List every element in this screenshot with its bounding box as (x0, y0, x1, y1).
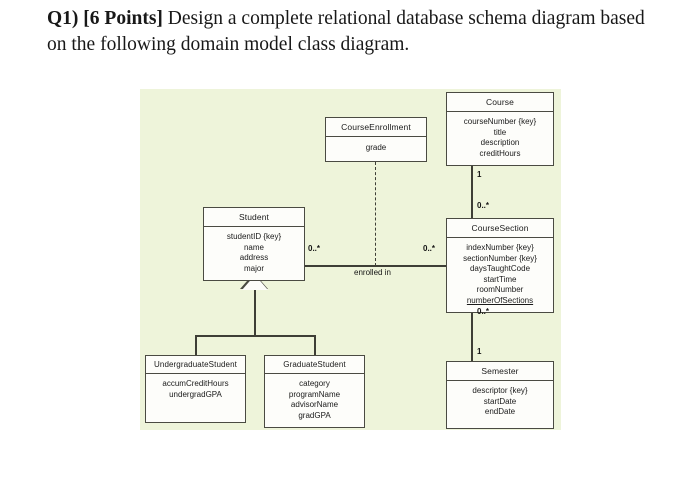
uml-attributes-student: studentID {key} name address major (204, 227, 304, 280)
uml-class-name-undergraduate-student: UndergraduateStudent (146, 356, 245, 374)
uml-class-name-course-enrollment: CourseEnrollment (326, 118, 426, 137)
attribute-row: advisorName (290, 400, 339, 409)
attribute-row: description (480, 138, 520, 147)
uml-attributes-course-section: indexNumber {key} sectionNumber {key} da… (447, 238, 553, 312)
multiplicity-coursesection-top-end: 0..* (477, 201, 490, 210)
multiplicity-student-end: 0..* (308, 244, 321, 253)
uml-class-course-section[interactable]: CourseSection indexNumber {key} sectionN… (446, 218, 554, 313)
attribute-row: major (243, 263, 264, 273)
uml-attributes-course: courseNumber {key} title description cre… (447, 112, 553, 165)
uml-attributes-graduate-student: category programName advisorName gradGPA (265, 374, 364, 427)
attribute-row: gradGPA (298, 410, 331, 420)
connector-generalization-stem (254, 289, 256, 336)
uml-class-name-semester: Semester (447, 362, 553, 381)
uml-class-student[interactable]: Student studentID {key} name address maj… (203, 207, 305, 281)
uml-attributes-semester: descriptor {key} startDate endDate (447, 381, 553, 428)
uml-class-name-student: Student (204, 208, 304, 227)
uml-diagram-canvas: 1 0..* 0..* 0..* enrolled in 0..* 1 Cour… (140, 89, 561, 430)
connector-generalization-branch-grad (314, 335, 316, 356)
attribute-row: programName (288, 389, 341, 399)
uml-class-name-course: Course (447, 93, 553, 112)
uml-class-name-course-section: CourseSection (447, 219, 553, 238)
question-text: Design a complete relational database sc… (47, 8, 645, 55)
uml-class-name-graduate-student: GraduateStudent (265, 356, 364, 374)
uml-attributes-undergraduate-student: accumCreditHours undergradGPA (146, 374, 245, 422)
question-label: Q1) [6 Points] (47, 8, 163, 29)
attribute-row: endDate (484, 407, 516, 416)
uml-class-course-enrollment[interactable]: CourseEnrollment grade (325, 117, 427, 162)
connector-association-class-dashed (375, 162, 376, 266)
connector-generalization-branch-undergrad (195, 335, 197, 356)
uml-class-semester[interactable]: Semester descriptor {key} startDate endD… (446, 361, 554, 429)
attribute-row: title (493, 127, 507, 137)
attribute-row: undergradGPA (169, 389, 222, 399)
association-label-enrolled-in: enrolled in (354, 268, 391, 277)
attribute-row-static: numberOfSections (466, 295, 534, 305)
uml-class-graduate-student[interactable]: GraduateStudent category programName adv… (264, 355, 365, 428)
multiplicity-semester-end: 1 (477, 347, 482, 356)
connector-student-coursesection (305, 265, 447, 267)
multiplicity-coursesection-left-end: 0..* (423, 244, 436, 253)
connector-coursesection-semester (471, 303, 473, 362)
attribute-row: daysTaughtCode (469, 264, 531, 273)
attribute-row: indexNumber {key} (466, 243, 534, 252)
connector-generalization-bar (195, 335, 315, 337)
attribute-row: descriptor {key} (472, 386, 528, 395)
attribute-row: startDate (483, 396, 517, 406)
attribute-row: courseNumber {key} (463, 117, 537, 126)
multiplicity-course-end: 1 (477, 170, 482, 179)
attribute-row: studentID {key} (226, 232, 282, 241)
attribute-row: address (239, 253, 269, 262)
uml-attributes-course-enrollment: grade (326, 137, 426, 161)
attribute-row: grade (365, 143, 387, 152)
attribute-row: name (243, 242, 264, 252)
attribute-row: category (299, 379, 330, 388)
attribute-row: startTime (483, 274, 517, 284)
attribute-row: sectionNumber {key} (463, 253, 537, 263)
connector-course-coursesection (471, 166, 473, 219)
attribute-row: roomNumber (476, 285, 524, 294)
page-title: Q1) [6 Points] Design a complete relatio… (47, 6, 647, 58)
multiplicity-coursesection-bottom-end: 0..* (477, 307, 490, 316)
attribute-row: creditHours (479, 148, 521, 158)
uml-class-undergraduate-student[interactable]: UndergraduateStudent accumCreditHours un… (145, 355, 246, 423)
attribute-row: accumCreditHours (162, 379, 229, 388)
uml-class-course[interactable]: Course courseNumber {key} title descript… (446, 92, 554, 166)
